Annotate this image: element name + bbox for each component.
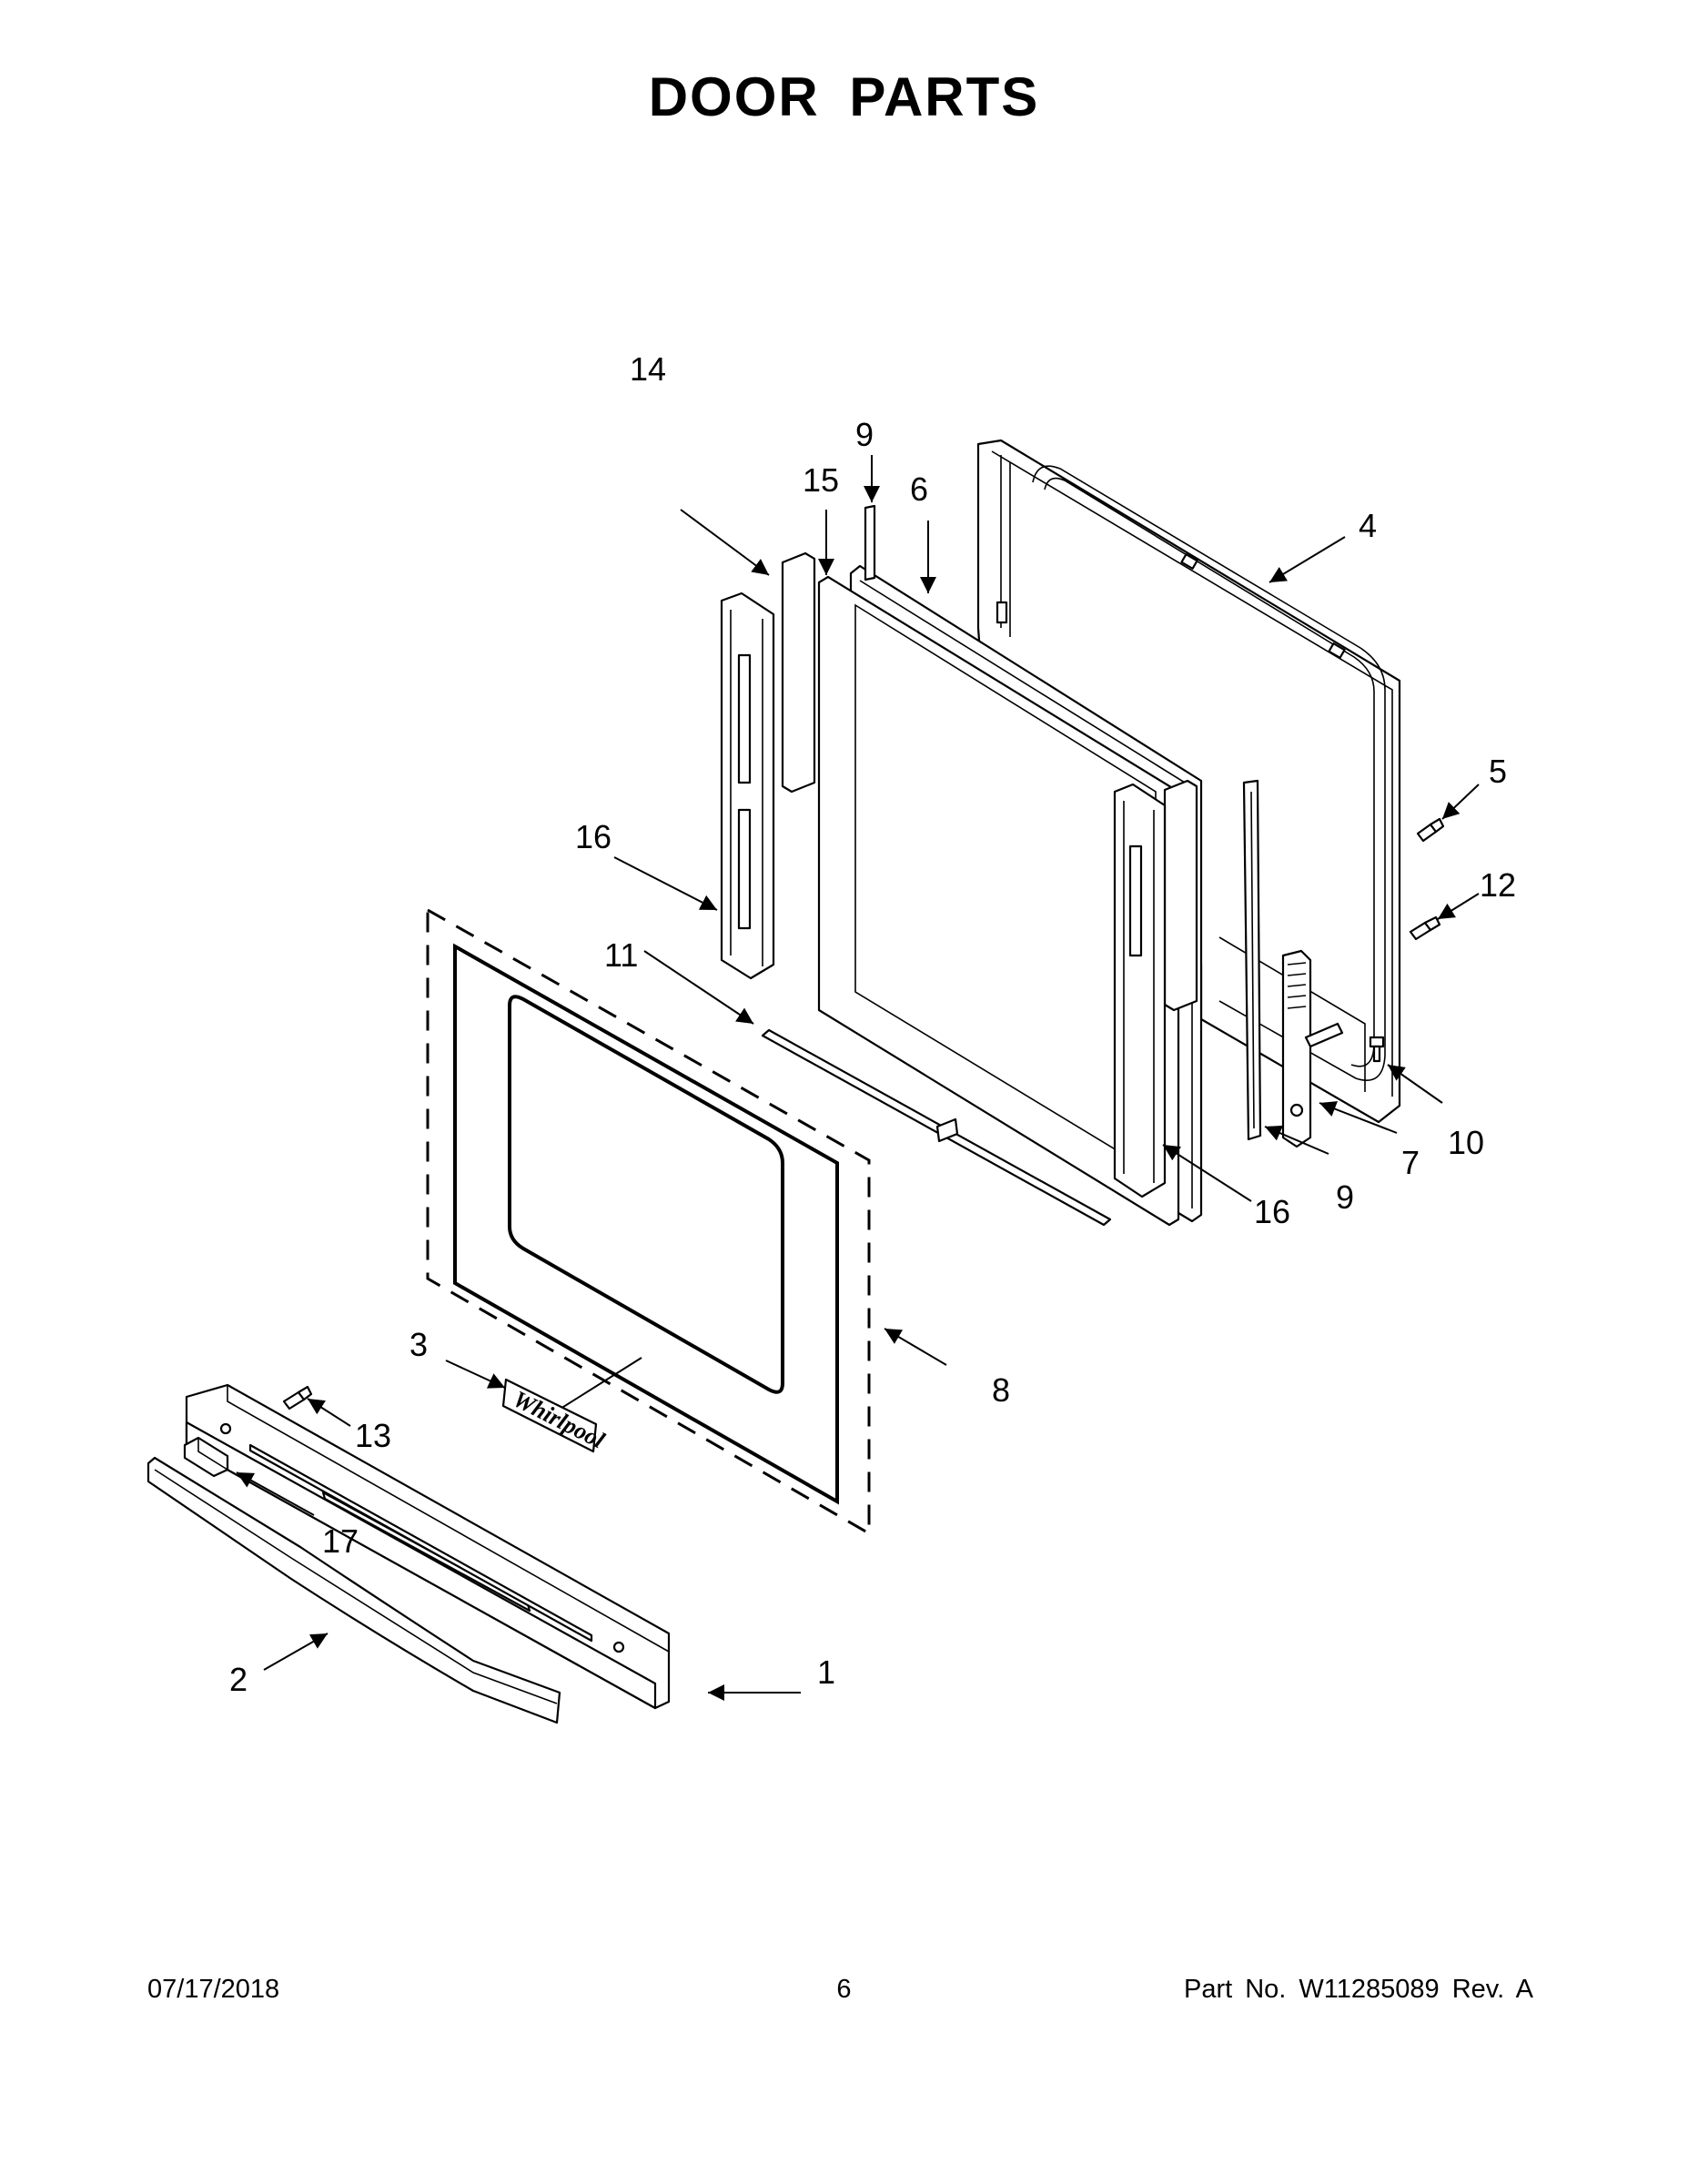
screw-part-10 [1369,1036,1385,1063]
door-trim-part-1 [185,1383,671,1710]
callout-4: 4 [1359,507,1377,544]
callout-16-right: 16 [1254,1193,1290,1230]
right-door-channel-part-16 [1113,783,1167,1198]
handle-bracket-part-17 [183,1436,229,1478]
seal-strip-part-9-bottom [1242,779,1262,1141]
callout-labels: 14 15 9 6 4 5 12 10 7 9 16 16 11 8 3 13 … [229,350,1516,1698]
footer-page-number: 6 [836,1975,852,2004]
door-handle-part-2 [147,1456,561,1724]
page-title: DOOR PARTS [648,66,1040,127]
callout-12: 12 [1480,866,1516,904]
callout-6: 6 [910,470,928,508]
vent-strip-part-11 [761,1028,1112,1227]
callout-16-left: 16 [575,818,612,855]
callout-9-top: 9 [855,416,874,453]
callout-13: 13 [355,1417,391,1454]
gasket-strip-part-9-top [864,504,876,581]
screw-part-12 [1409,915,1441,941]
screw-part-5 [1416,817,1445,843]
callout-5: 5 [1489,753,1507,790]
glass-pack-part-15 [781,551,1198,1227]
callout-17: 17 [322,1522,359,1560]
callout-11: 11 [604,936,638,974]
callout-3: 3 [409,1326,428,1363]
left-door-channel-part-14 [720,592,775,980]
whirlpool-logo-badge-part-3: Whirlpool [501,1378,610,1454]
footer-date: 07/17/2018 [147,1975,280,2004]
callout-1: 1 [817,1653,835,1691]
hinge-part-7 [1281,949,1344,1148]
callout-7: 7 [1401,1144,1420,1181]
callout-2: 2 [229,1661,248,1698]
callout-14: 14 [630,350,666,388]
callout-15: 15 [803,461,839,499]
screw-part-13 [282,1385,313,1410]
whirlpool-logo-text: Whirlpool [509,1386,609,1454]
callout-8: 8 [992,1371,1010,1409]
leader-lines [236,455,1480,1701]
outer-door-glass-part-8 [426,907,871,1536]
callout-10: 10 [1448,1124,1484,1161]
callout-9-bottom: 9 [1336,1178,1354,1216]
footer-part-number: Part No. W11285089 Rev. A [1183,1975,1533,2004]
